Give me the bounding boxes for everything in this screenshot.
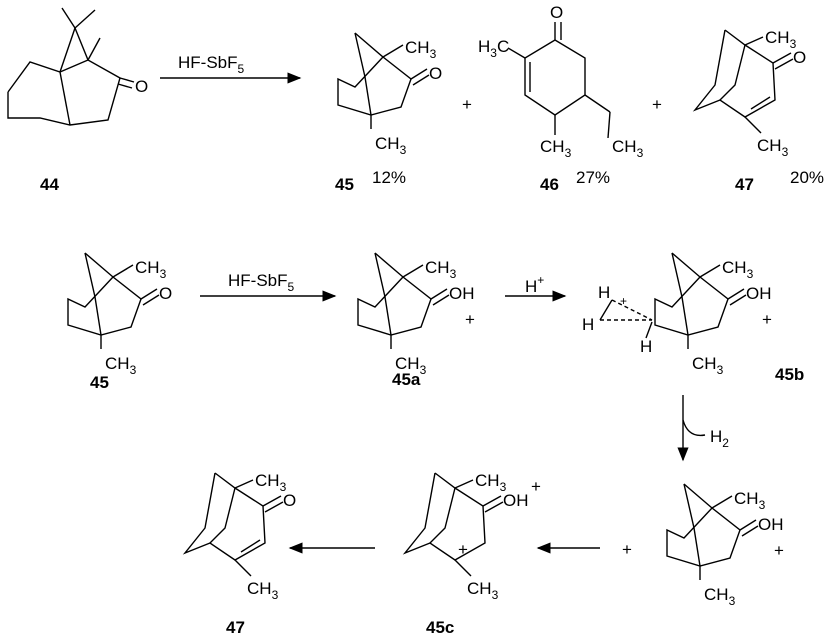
charge-label: + <box>762 310 772 329</box>
methyl-label: CH3 <box>704 585 736 608</box>
methyl-label: CH3 <box>467 579 499 602</box>
methyl-label: CH3 <box>612 137 644 160</box>
hydrogen-label: H <box>582 315 594 334</box>
methyl-label: CH3 <box>395 354 427 377</box>
methyl-label: CH3 <box>247 579 279 602</box>
compound-label-45b: 45b <box>775 365 804 384</box>
plus-sign: + <box>652 95 662 114</box>
charge-label: + <box>774 541 784 560</box>
charge-label: + <box>531 477 541 496</box>
methyl-label: CH3 <box>375 134 407 157</box>
methyl-label: CH3 <box>757 136 789 159</box>
methyl-label: H3C <box>478 37 509 60</box>
methyl-label: CH3 <box>734 489 766 512</box>
compound-label-45c: 45c <box>426 618 454 637</box>
yield-47: 20% <box>790 168 824 187</box>
yield-45: 12% <box>372 168 406 187</box>
methyl-label: CH3 <box>692 354 724 377</box>
oxygen-label: O <box>429 64 442 83</box>
hydrogen-label: H <box>640 337 652 356</box>
compound-label-45a: 45a <box>392 370 421 389</box>
oxygen-label: O <box>550 3 563 22</box>
compound-label-45: 45 <box>90 373 109 392</box>
hydroxyl-label: OH <box>503 491 529 510</box>
methyl-label: CH3 <box>722 258 754 281</box>
hydroxyl-label: OH <box>746 284 772 303</box>
oxygen-label: O <box>793 48 806 67</box>
hydroxyl-label: OH <box>758 515 784 534</box>
h2-label: H2 <box>710 427 729 450</box>
methyl-label: CH3 <box>255 471 287 494</box>
methyl-label: CH3 <box>475 471 507 494</box>
charge-label: + <box>465 310 475 329</box>
oxygen-label: O <box>159 284 172 303</box>
methyl-label: CH3 <box>540 137 572 160</box>
charge-label: + <box>458 540 468 559</box>
compound-label-44: 44 <box>40 175 59 194</box>
compound-46-structure: O H3C CH3 CH3 <box>478 3 644 160</box>
methyl-label: CH3 <box>105 354 137 377</box>
h2-loss-arrow <box>682 419 706 437</box>
compound-label-47: 47 <box>226 618 245 637</box>
methyl-label: CH3 <box>425 258 457 281</box>
hydrogen-label: H <box>598 283 610 302</box>
plus-sign: + <box>462 95 472 114</box>
methyl-label: CH3 <box>765 28 797 51</box>
oxygen-label: O <box>283 491 296 510</box>
h2-complex: H H + H <box>582 283 653 356</box>
charge-label: + <box>622 540 632 559</box>
hydroxyl-label: OH <box>449 284 475 303</box>
charge-label: + <box>620 294 627 308</box>
reagent-label-2: HF-SbF5 <box>228 271 295 294</box>
reagent-label-1: HF-SbF5 <box>178 53 245 76</box>
methyl-label: CH3 <box>135 258 167 281</box>
reagent-proton: H+ <box>525 273 544 296</box>
compound-label-46: 46 <box>540 175 559 194</box>
yield-46: 27% <box>576 168 610 187</box>
methyl-label: CH3 <box>405 38 437 61</box>
compound-label-47: 47 <box>735 175 754 194</box>
oxygen-label: O <box>135 77 148 96</box>
compound-44: O <box>7 7 148 126</box>
compound-label-45: 45 <box>335 175 354 194</box>
